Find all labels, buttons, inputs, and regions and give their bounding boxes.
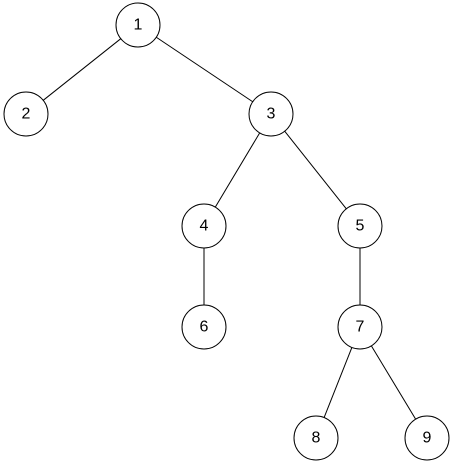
edge-7-8 (323, 347, 353, 418)
tree-nodes: 1 2 3 4 5 6 7 8 9 (3, 2, 450, 461)
node-label-2: 2 (22, 106, 31, 123)
node-9: 9 (404, 415, 450, 461)
edge-3-4 (214, 132, 261, 208)
node-circle-7 (337, 304, 383, 350)
node-label-9: 9 (423, 430, 432, 447)
node-circle-3 (248, 91, 294, 137)
node-3: 3 (248, 91, 294, 137)
node-7: 7 (337, 304, 383, 350)
node-label-4: 4 (200, 218, 209, 235)
node-circle-8 (293, 415, 339, 461)
node-circle-1 (115, 2, 161, 48)
node-circle-9 (404, 415, 450, 461)
node-label-8: 8 (312, 430, 321, 447)
node-5: 5 (337, 203, 383, 249)
node-label-3: 3 (267, 106, 276, 123)
node-circle-4 (181, 203, 227, 249)
node-circle-2 (3, 91, 49, 137)
node-circle-5 (337, 203, 383, 249)
node-label-7: 7 (356, 319, 365, 336)
edge-1-2 (42, 38, 122, 101)
node-4: 4 (181, 203, 227, 249)
edge-3-5 (284, 130, 347, 210)
node-label-1: 1 (134, 17, 143, 34)
node-2: 2 (3, 91, 49, 137)
node-label-6: 6 (200, 319, 209, 336)
edge-7-9 (370, 345, 417, 420)
node-6: 6 (181, 304, 227, 350)
node-1: 1 (115, 2, 161, 48)
node-8: 8 (293, 415, 339, 461)
tree-edges (42, 36, 417, 420)
node-label-5: 5 (356, 218, 365, 235)
edge-1-3 (156, 36, 253, 103)
node-circle-6 (181, 304, 227, 350)
